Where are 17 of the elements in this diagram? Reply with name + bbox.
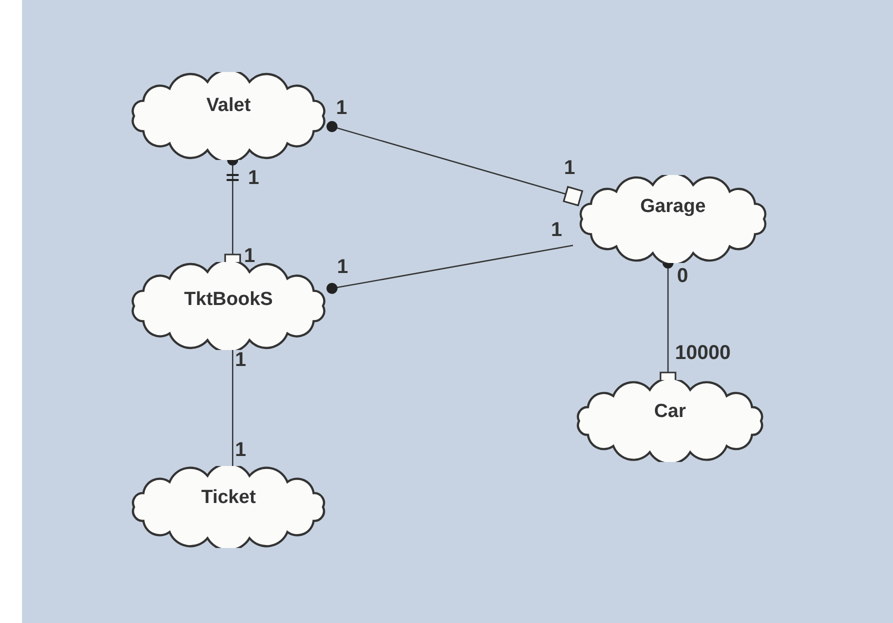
- association-line: [326, 121, 584, 206]
- class-name: Garage: [639, 196, 707, 216]
- multiplicity-label: 1: [235, 440, 246, 460]
- multiplicity-label: 10000: [675, 343, 731, 363]
- multiplicity-label: 1: [337, 257, 348, 277]
- class-name: Ticket: [200, 488, 257, 508]
- multiplicity-label: 0: [677, 266, 688, 286]
- multiplicity-label: 1: [336, 98, 348, 118]
- multiplicity-label: 1: [235, 350, 246, 370]
- multiplicity-label: 1: [248, 168, 260, 188]
- multiplicity-label: 1: [564, 158, 576, 178]
- multiplicity-label: 1: [551, 220, 562, 240]
- multiplicity-label: 1: [244, 246, 256, 266]
- class-name: Car: [653, 402, 687, 422]
- class-name: Valet: [205, 96, 252, 116]
- association-line: [326, 244, 574, 294]
- class-name: TktBookS: [183, 290, 274, 309]
